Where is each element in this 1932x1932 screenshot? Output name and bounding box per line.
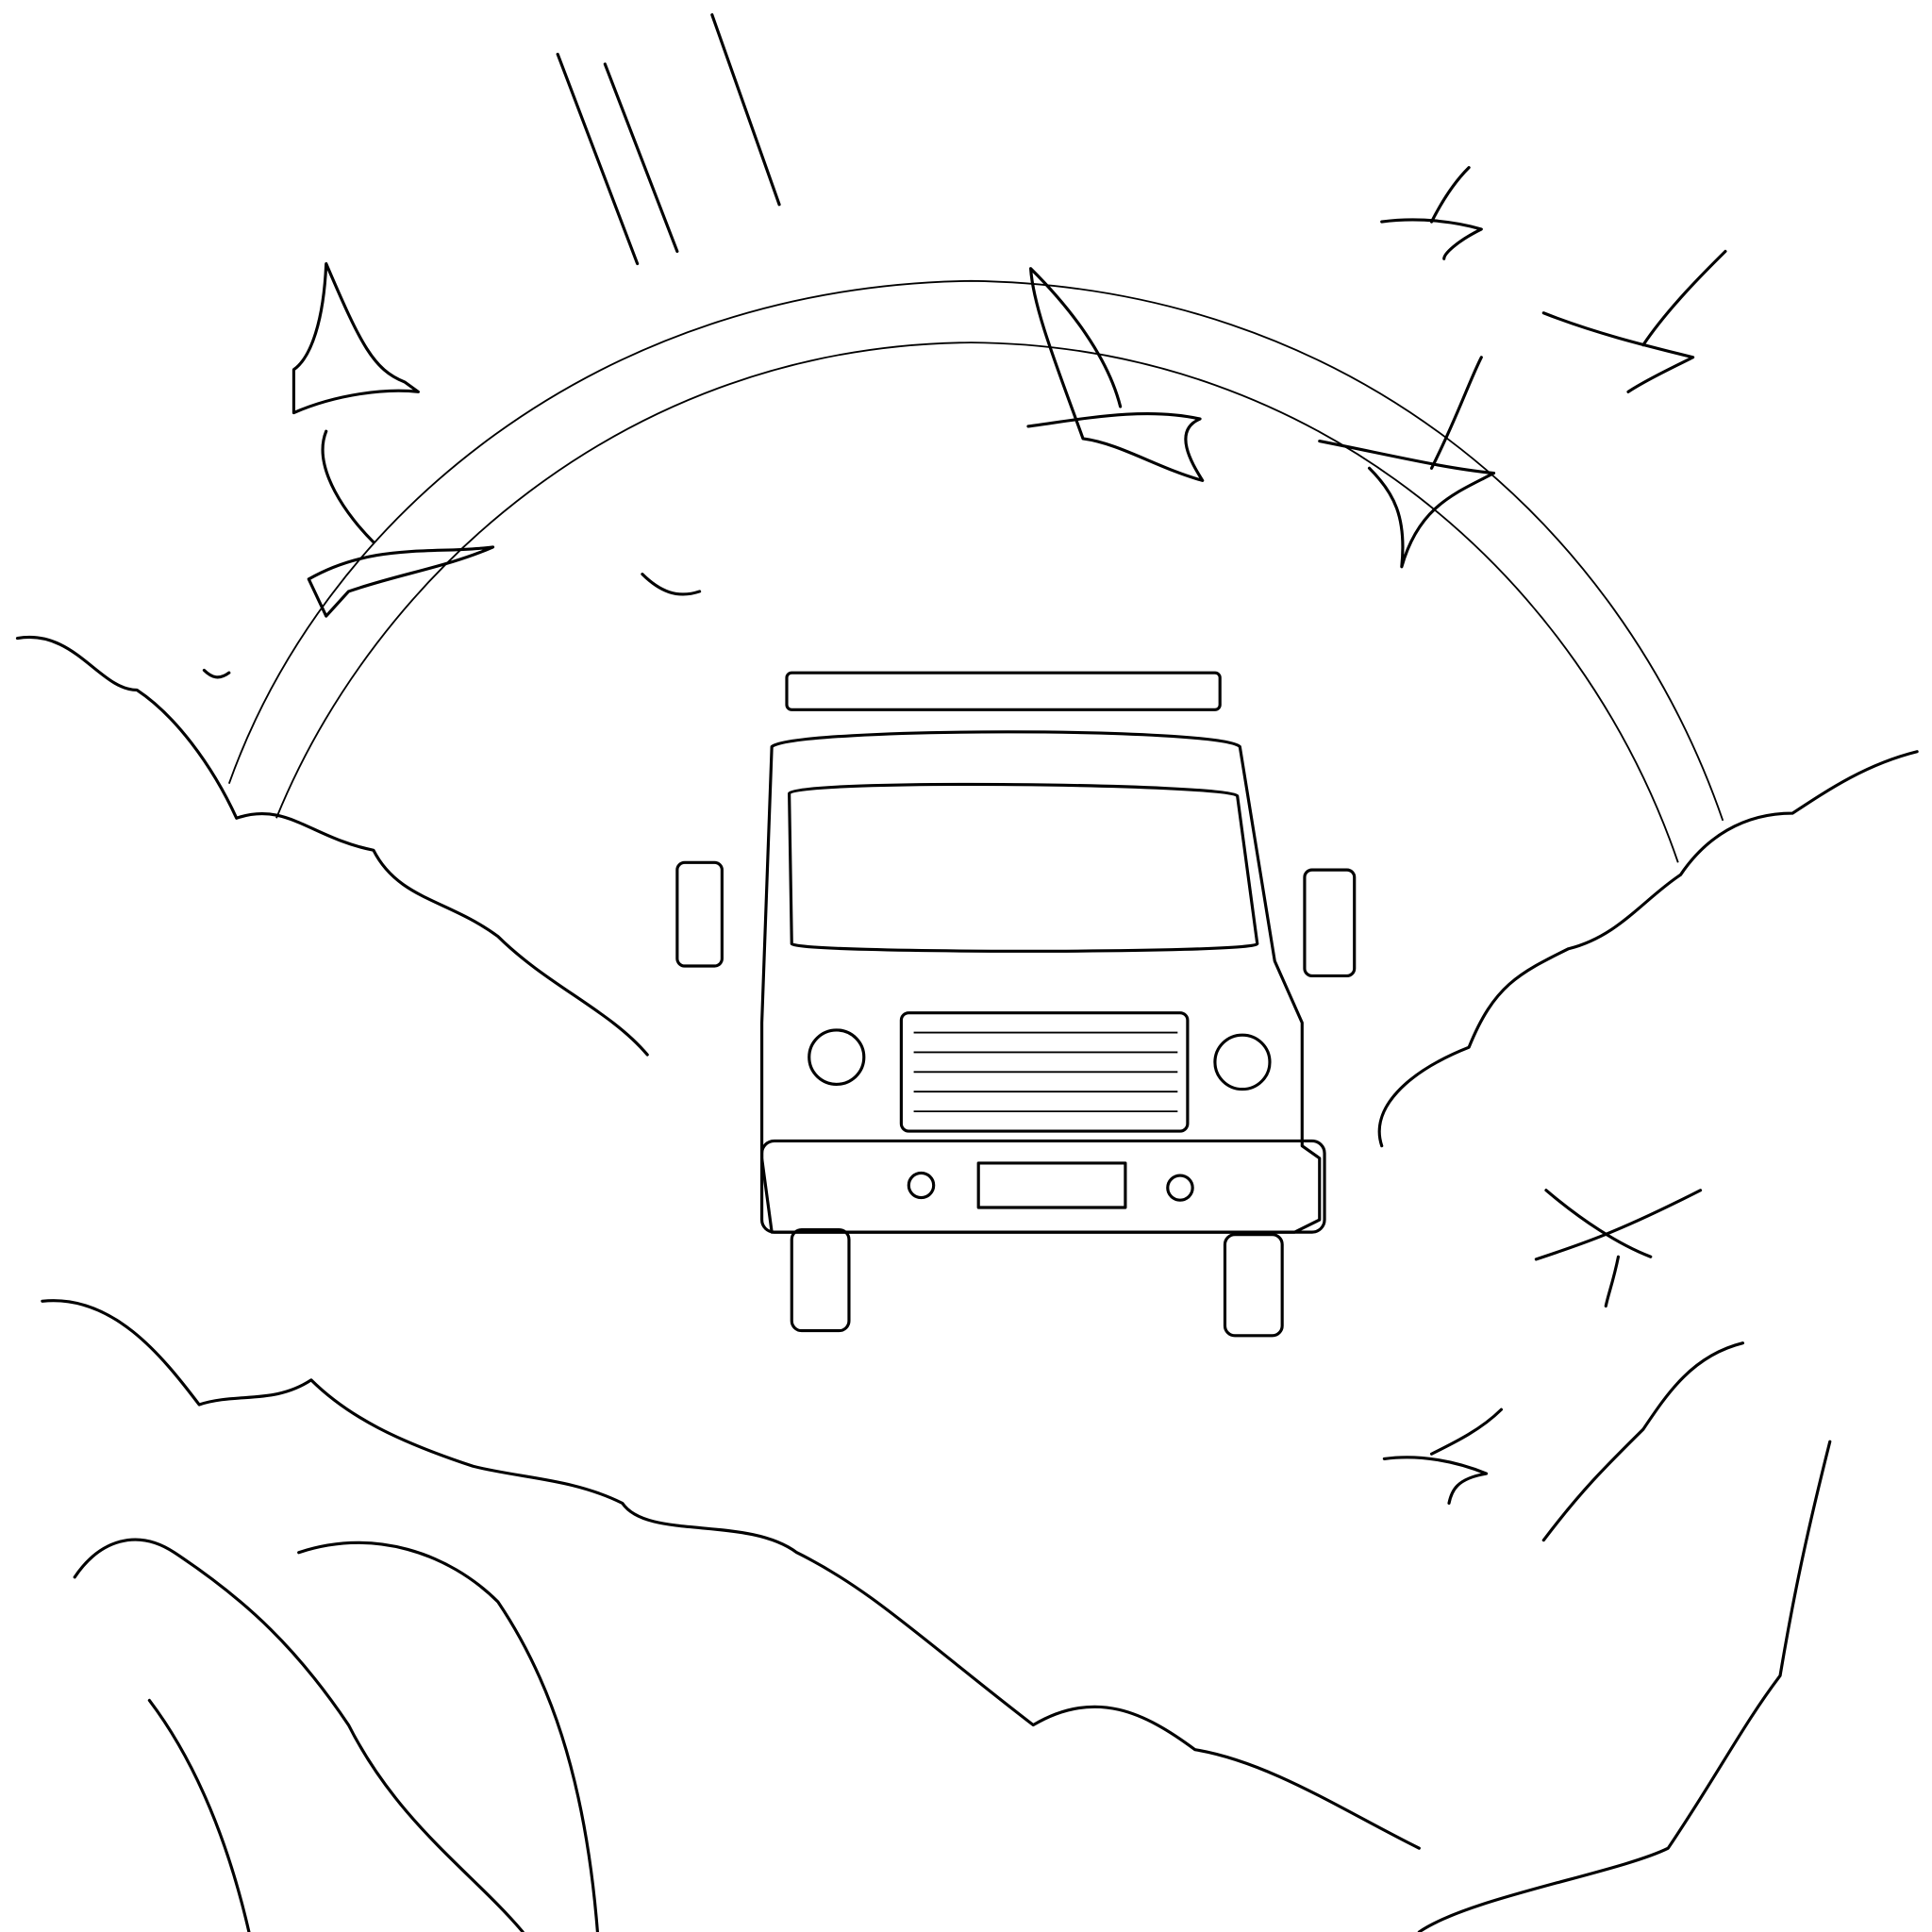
rainbow	[227, 279, 1724, 863]
bird	[1541, 249, 1727, 393]
bumper	[760, 1139, 1326, 1234]
bird	[641, 573, 702, 596]
birds	[202, 166, 1727, 1506]
van-body	[760, 730, 1322, 1234]
grille	[899, 1011, 1190, 1133]
bird	[1534, 1189, 1703, 1308]
bird	[291, 261, 420, 415]
bird	[1026, 267, 1205, 482]
license-plate	[976, 1161, 1127, 1209]
cloud-right	[1377, 750, 1919, 1148]
mirror	[1303, 868, 1357, 978]
sun-rays	[556, 13, 781, 266]
bird	[1382, 1407, 1504, 1506]
mirror	[675, 860, 724, 968]
headlight	[1213, 1033, 1272, 1091]
rocks	[73, 1538, 599, 1932]
windshield	[788, 782, 1259, 953]
cloud-left	[15, 635, 649, 1057]
van	[675, 671, 1357, 1338]
bird	[307, 429, 495, 618]
bird	[1380, 166, 1483, 260]
bird	[202, 668, 231, 679]
cloud-left-lower	[41, 1299, 1421, 1850]
cloud-right-lower	[1417, 1341, 1832, 1932]
clouds	[15, 635, 1919, 1932]
roof-rack	[785, 671, 1222, 711]
bird	[1318, 356, 1496, 569]
wheel	[790, 1227, 851, 1333]
wheel	[1223, 1233, 1284, 1338]
headlight	[808, 1028, 866, 1086]
